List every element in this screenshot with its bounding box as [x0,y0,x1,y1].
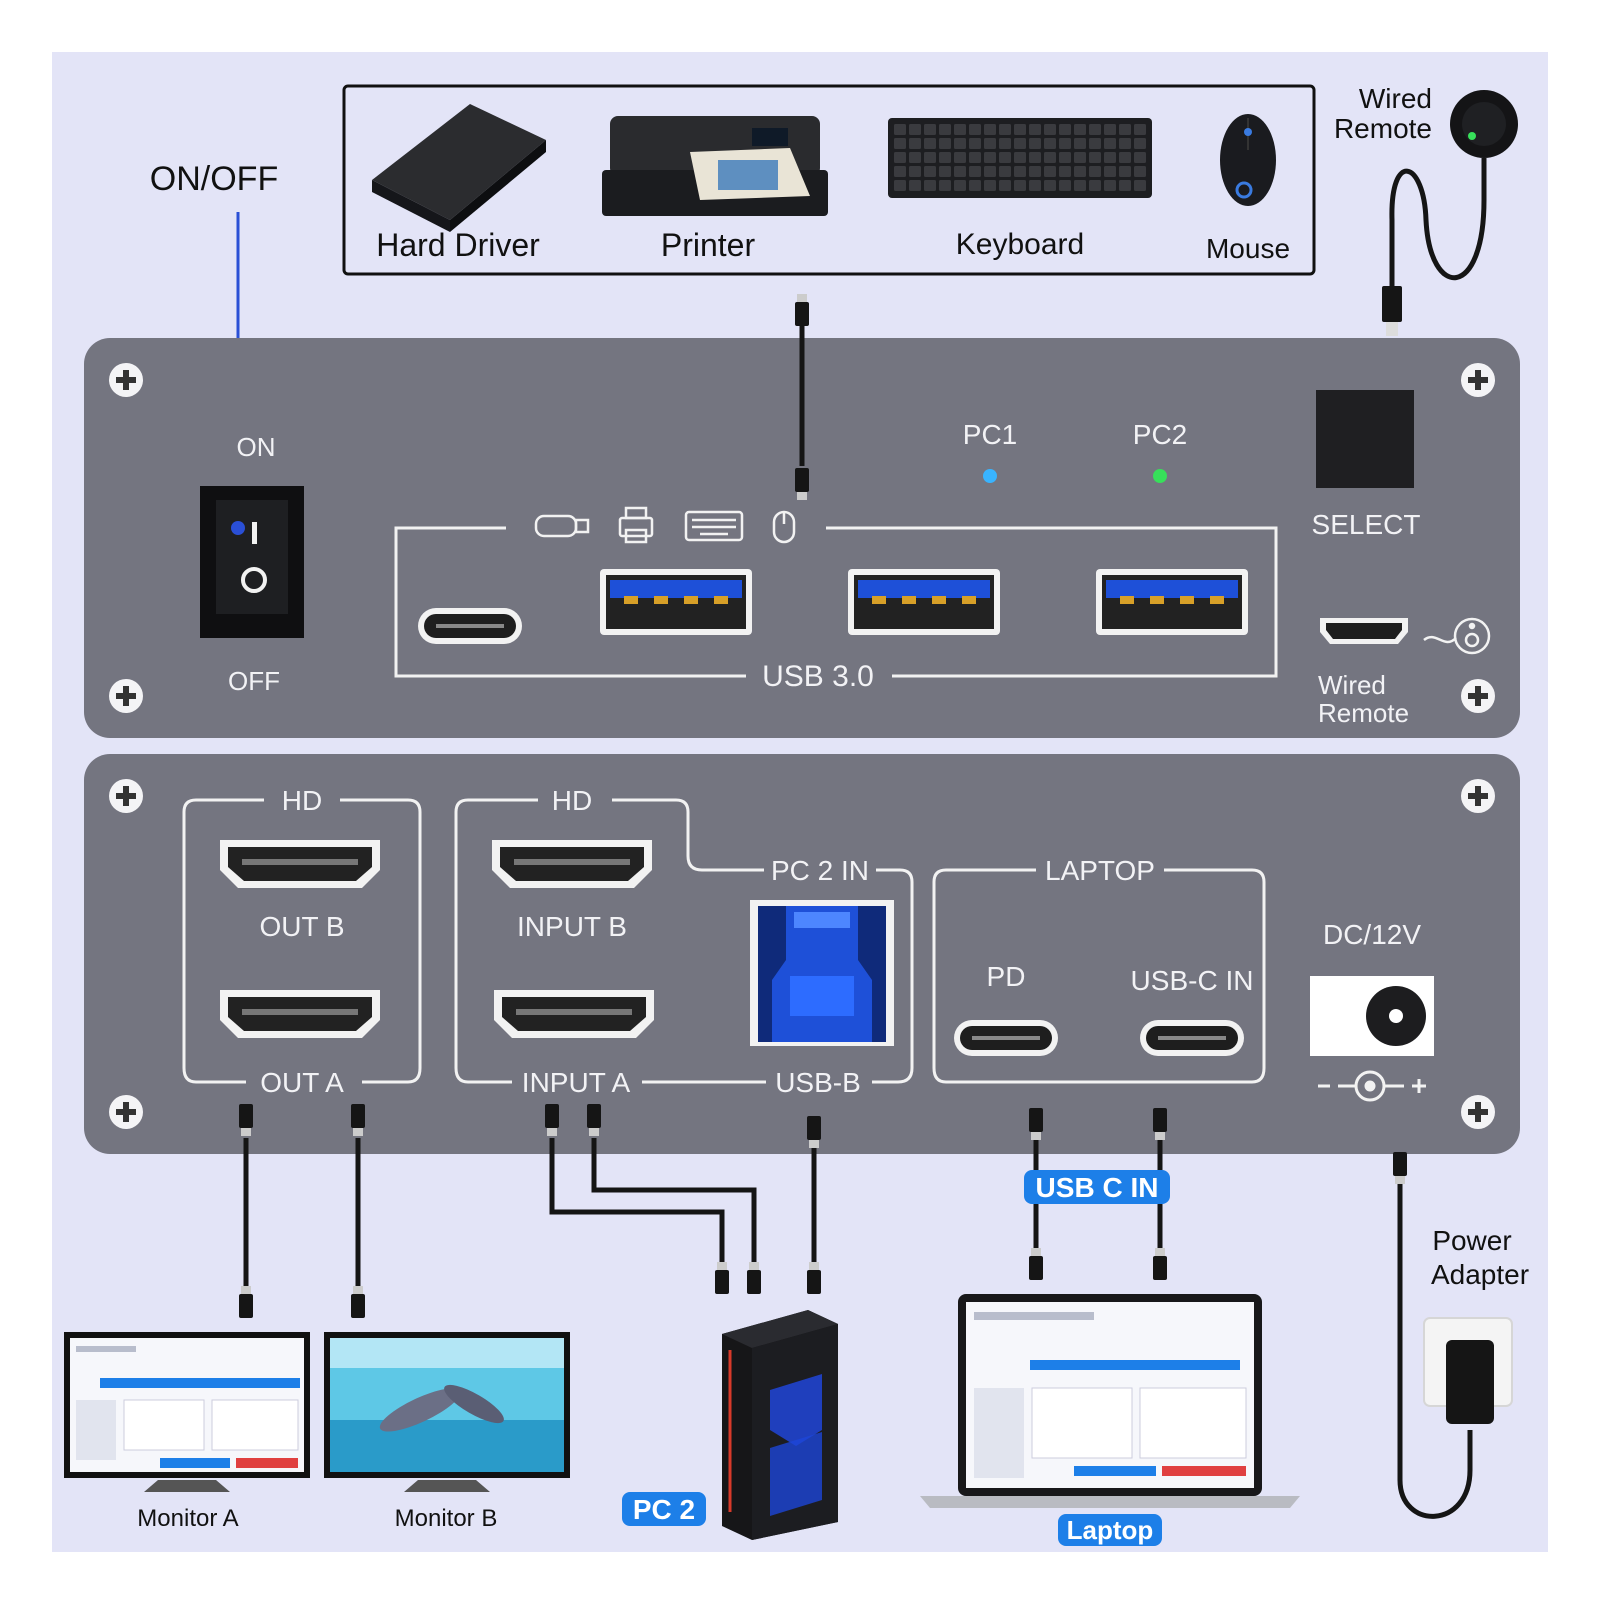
usb3-port-3[interactable] [1096,569,1248,635]
input-a-port[interactable] [494,990,654,1038]
out-b-port[interactable] [220,840,380,888]
remote-icon [1423,617,1491,655]
keyboard-small-icon [684,510,744,542]
pc2-label: PC2 [1133,419,1187,450]
laptop-device [920,1294,1300,1508]
pc1-led [983,469,997,483]
pc2-badge-text: PC 2 [633,1494,695,1525]
printer-label: Printer [661,227,756,263]
remote-port[interactable] [1320,618,1408,644]
select-button[interactable] [1316,390,1414,488]
hd-out-label: HD [282,785,322,816]
keyboard-label: Keyboard [956,228,1084,261]
mouse-label: Mouse [1206,233,1290,264]
usbc-in-label: USB-C IN [1131,965,1254,996]
usb-b-label: USB-B [775,1067,861,1098]
laptop-group-label: LAPTOP [1045,855,1155,886]
usb3-port-2[interactable] [848,569,1000,635]
peripherals-frame [342,84,1316,276]
mouse-icon [1220,114,1276,206]
wired-remote-icon [1382,90,1518,336]
power-adapter-line1: Power [1432,1225,1511,1256]
pc2-tower [722,1310,838,1540]
monitor-a [64,1332,310,1492]
screw-icon [1461,779,1495,813]
pc1-label: PC1 [963,419,1017,450]
power-switch[interactable] [200,486,304,638]
dc-polarity-icon [1318,1070,1426,1102]
input-b-port[interactable] [492,840,652,888]
dc-label: DC/12V [1323,919,1421,950]
keyboard-icon [888,118,1152,198]
screw-icon [109,1095,143,1129]
out-b-label: OUT B [259,911,344,942]
out-a-port[interactable] [220,990,380,1038]
screw-icon [1461,679,1495,713]
pd-label: PD [987,961,1026,992]
laptop-badge-text: Laptop [1067,1515,1154,1545]
monitor-b [324,1332,570,1492]
remote-port-label-line2: Remote [1318,698,1409,728]
dc-jack[interactable] [1310,976,1434,1056]
wired-remote-callout-line1: Wired [1359,83,1432,114]
remote-port-label-line1: Wired [1318,670,1386,700]
pd-port[interactable] [954,1020,1058,1056]
screw-icon [1461,363,1495,397]
usb3-port-1[interactable] [600,569,752,635]
power-adapter-icon [1423,1317,1513,1424]
pc2-badge [622,1492,706,1526]
printer-icon [602,116,828,216]
screw-icon [1461,1095,1495,1129]
input-a-label: INPUT A [522,1067,631,1098]
hard-drive-icon [372,104,546,232]
printer-small-icon [618,506,654,544]
pc2-in-label: PC 2 IN [771,855,869,886]
out-a-label: OUT A [260,1067,344,1098]
front-usbc-port[interactable] [418,608,522,644]
select-label: SELECT [1312,509,1421,540]
usb-b-port[interactable] [750,900,894,1046]
screw-icon [109,363,143,397]
usb-stick-icon [534,514,590,538]
usbc-in-port[interactable] [1140,1020,1244,1056]
wired-remote-callout-line2: Remote [1334,113,1432,144]
monitor-b-label: Monitor B [395,1505,498,1532]
usb-cable-peripherals [795,294,809,500]
on-off-callout-dot [231,521,245,535]
switch-off-label: OFF [228,666,280,696]
switch-on-label: ON [237,432,276,462]
input-b-label: INPUT B [517,911,627,942]
mouse-small-icon [772,510,796,544]
laptop-badge [1058,1514,1162,1546]
pc2-led [1153,469,1167,483]
usbc-in-badge-text: USB C IN [1036,1172,1159,1203]
hard-drive-label: Hard Driver [376,227,540,263]
screw-icon [109,779,143,813]
usbc-in-badge [1024,1170,1170,1204]
monitor-a-label: Monitor A [137,1505,238,1532]
usb30-label: USB 3.0 [762,660,874,693]
power-adapter-line2: Adapter [1431,1259,1529,1290]
on-off-callout: ON/OFF [150,160,278,198]
hd-in-label: HD [552,785,592,816]
screw-icon [109,679,143,713]
